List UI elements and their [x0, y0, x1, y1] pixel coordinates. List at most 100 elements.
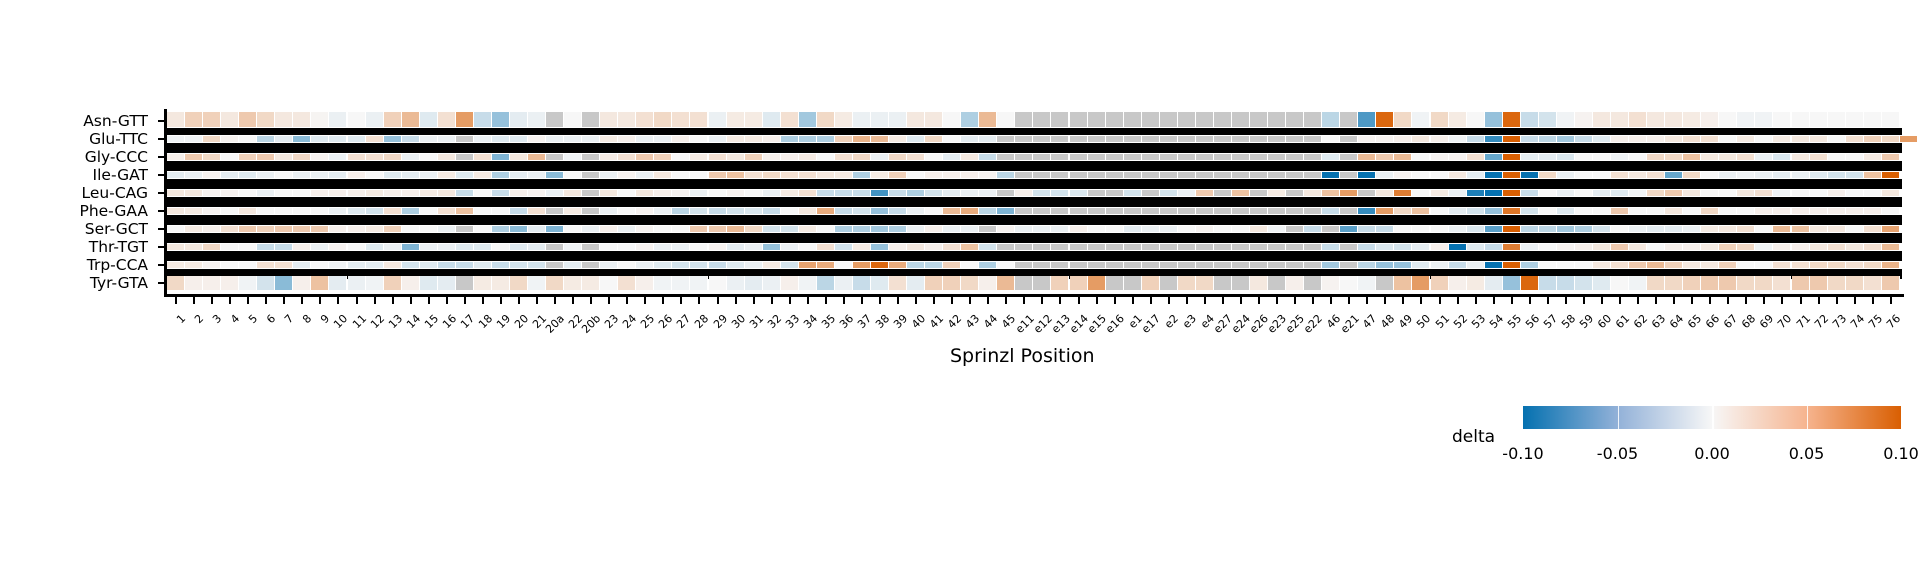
heatmap-cell: [672, 112, 691, 127]
heatmap-cell: [1213, 112, 1232, 127]
heatmap-cell: [1827, 190, 1846, 196]
heatmap-cell: [870, 208, 889, 214]
heatmap-cell: [618, 172, 637, 178]
y-tick: [158, 120, 166, 122]
heatmap-cell: [907, 154, 926, 160]
heatmap-cell: [329, 244, 348, 250]
heatmap-cell: [1322, 276, 1341, 290]
x-tick: [933, 296, 936, 304]
heatmap-cell: [1466, 112, 1485, 127]
x-tick-label: 11: [349, 312, 369, 332]
heatmap-cell: [726, 136, 745, 142]
heatmap-cell: [1701, 112, 1720, 127]
heatmap-cell: [943, 226, 962, 232]
heatmap-cell: [293, 262, 312, 268]
heatmap-cell: [1845, 262, 1864, 268]
x-tick-label: 61: [1613, 312, 1633, 332]
heatmap-cell: [509, 154, 528, 160]
heatmap-cell: [347, 172, 366, 178]
x-tick-label: 8: [300, 312, 315, 327]
x-tick: [1167, 296, 1170, 304]
heatmap-cell: [1412, 208, 1431, 214]
heatmap-cell: [1304, 154, 1323, 160]
heatmap-cell: [1466, 262, 1485, 268]
heatmap-cell: [672, 172, 691, 178]
heatmap-cell: [744, 190, 763, 196]
x-tick-label: 20a: [543, 312, 568, 336]
heatmap-cell: [546, 262, 565, 268]
heatmap-cell: [473, 208, 492, 214]
heatmap-cell: [437, 244, 456, 250]
x-tick-label: 16: [439, 312, 459, 332]
heatmap-cell: [997, 172, 1016, 178]
heatmap-cell: [1394, 154, 1413, 160]
heatmap-cell: [1250, 136, 1269, 142]
heatmap-cell: [1629, 112, 1648, 127]
heatmap-cell: [239, 136, 258, 142]
heatmap-cell: [1304, 226, 1323, 232]
heatmap-cell: [1773, 172, 1792, 178]
heatmap-cell: [1538, 262, 1557, 268]
x-tick: [247, 296, 250, 304]
heatmap-cell: [1213, 226, 1232, 232]
heatmap-cell: [1538, 112, 1557, 127]
heatmap-cell: [167, 244, 186, 250]
x-tick: [572, 296, 575, 304]
x-tick: [842, 296, 845, 304]
y-tick: [158, 210, 166, 212]
heatmap-cell: [329, 172, 348, 178]
heatmap-cell: [1592, 262, 1611, 268]
x-tick: [1492, 296, 1495, 304]
x-tick: [590, 296, 593, 304]
heatmap-cell: [1177, 154, 1196, 160]
x-tick: [1041, 296, 1044, 304]
heatmap-cell: [618, 226, 637, 232]
heatmap-cell: [383, 190, 402, 196]
heatmap-cell: [1845, 226, 1864, 232]
heatmap-cell: [167, 172, 186, 178]
heatmap-cell: [1376, 226, 1395, 232]
heatmap-cell: [1845, 190, 1864, 196]
heatmap-cell: [1141, 208, 1160, 214]
heatmap-cell: [1159, 136, 1178, 142]
heatmap-cell: [1538, 276, 1557, 290]
heatmap-cell: [275, 172, 294, 178]
heatmap-cell: [1159, 226, 1178, 232]
heatmap-cell: [1737, 208, 1756, 214]
x-tick-label: 50: [1414, 312, 1434, 332]
heatmap-cell: [997, 276, 1016, 290]
heatmap-cell: [1827, 136, 1846, 142]
heatmap-cell: [329, 276, 348, 290]
heatmap-cell: [1213, 244, 1232, 250]
heatmap-cell: [1683, 262, 1702, 268]
heatmap-cell: [852, 172, 871, 178]
heatmap-cell: [383, 154, 402, 160]
heatmap-cell: [1412, 262, 1431, 268]
heatmap-cell: [744, 276, 763, 290]
heatmap-cell: [1719, 226, 1738, 232]
x-tick: [319, 296, 322, 304]
heatmap-cell: [347, 208, 366, 214]
heatmap-cell: [1250, 244, 1269, 250]
heatmap-cell: [889, 262, 908, 268]
heatmap-cell: [1755, 154, 1774, 160]
heatmap-cell: [1574, 276, 1593, 290]
heatmap-cell: [1809, 226, 1828, 232]
heatmap-cell: [365, 136, 384, 142]
heatmap-cell: [1665, 244, 1684, 250]
heatmap-cell: [1863, 112, 1882, 127]
heatmap-cell: [870, 154, 889, 160]
heatmap-cell: [1574, 112, 1593, 127]
heatmap-cell: [600, 226, 619, 232]
heatmap-cell: [1592, 226, 1611, 232]
heatmap-cell: [600, 244, 619, 250]
heatmap-cell: [167, 112, 186, 127]
heatmap-cell: [1015, 244, 1034, 250]
heatmap-cell: [834, 276, 853, 290]
heatmap-cell: [491, 190, 510, 196]
heatmap-cell: [636, 172, 655, 178]
heatmap-cell: [239, 262, 258, 268]
heatmap-cell: [311, 262, 330, 268]
heatmap-cell: [203, 154, 222, 160]
x-tick-label: 36: [836, 312, 857, 332]
